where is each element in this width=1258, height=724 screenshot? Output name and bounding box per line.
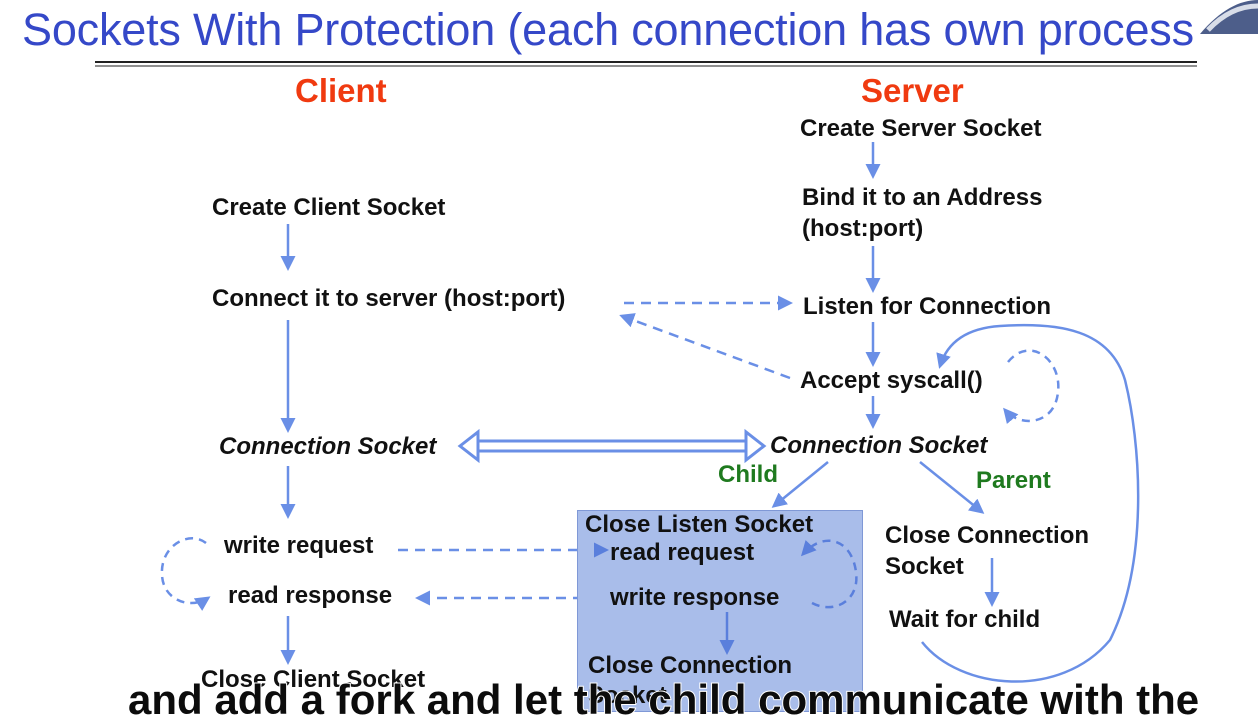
video-caption: and add a fork and let the child communi… — [127, 675, 1200, 724]
server-heading: Server — [861, 72, 964, 109]
server-create-socket: Create Server Socket — [800, 115, 1042, 142]
parent-wait-child: Wait for child — [889, 606, 1041, 633]
client-read-response: read response — [228, 582, 393, 609]
child-close-listen: Close Listen Socket — [585, 511, 814, 538]
child-box-arrows — [594, 539, 858, 655]
client-connect: Connect it to server (host:port) — [212, 285, 566, 312]
corner-logo — [1200, 0, 1258, 34]
server-listen: Listen for Connection — [803, 293, 1051, 320]
parent-label: Parent — [976, 467, 1051, 494]
arrow-to-parent — [919, 461, 985, 514]
client-close-socket: Close Client Socket — [201, 666, 426, 693]
client-connection-socket: Connection Socket — [219, 433, 437, 460]
parent-close-conn-line2: Socket — [885, 553, 964, 580]
parent-close-conn-line1: Close Connection — [885, 522, 1090, 549]
diagram-arrows — [95, 61, 1197, 683]
arrow-to-child — [771, 461, 829, 508]
accept-loop-arrow — [1003, 349, 1060, 425]
arrow-accept-to-connect — [619, 313, 791, 380]
client-write-request: write request — [224, 532, 374, 559]
connection-double-arrow — [457, 428, 767, 464]
server-accept: Accept syscall() — [800, 367, 983, 394]
child-write-response: write response — [610, 584, 780, 611]
child-close-conn-line1: Close Connection — [588, 652, 793, 679]
parent-loop-arrow — [921, 323, 1140, 683]
child-read-request: read request — [610, 539, 755, 566]
child-loop-arrow — [800, 539, 858, 609]
client-loop-arrow — [160, 537, 211, 611]
slide-title: Sockets With Protection (each connection… — [22, 4, 1194, 55]
server-bind-line2: (host:port) — [802, 215, 924, 242]
server-connection-socket: Connection Socket — [770, 432, 988, 459]
server-bind-line1: Bind it to an Address — [802, 184, 1043, 211]
client-heading: Client — [295, 72, 387, 109]
child-label: Child — [718, 461, 778, 488]
client-create-socket: Create Client Socket — [212, 194, 446, 221]
child-close-conn-line2: Socket — [588, 682, 667, 709]
